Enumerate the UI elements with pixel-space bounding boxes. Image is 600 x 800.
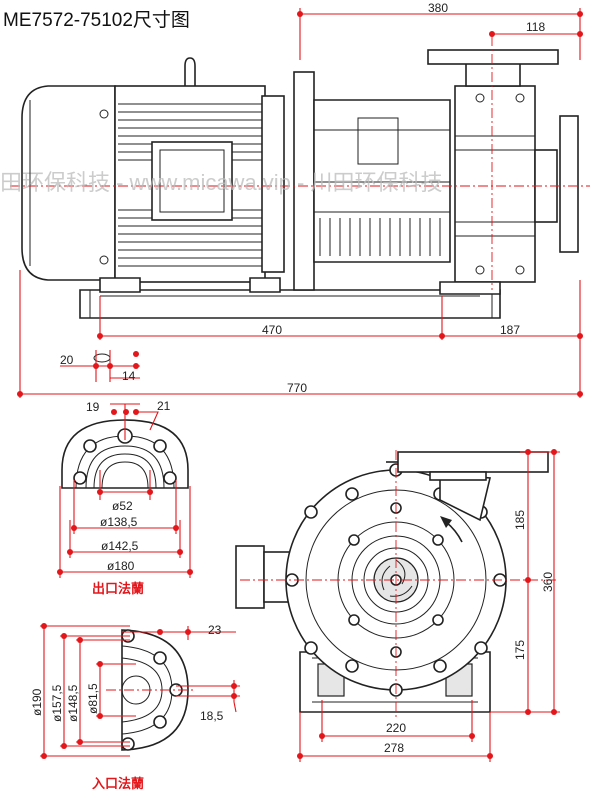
watermark: 田环保科技 - www.micawa.vip - 川田环保科技	[0, 170, 442, 195]
outlet-flange-view: 19 21 ø52 ø138,5 ø142,5 ø180 出口法蘭	[57, 399, 193, 596]
inlet-flange-caption: 入口法蘭	[92, 776, 144, 791]
dim-118: 118	[526, 20, 545, 34]
front-view-dimensions: 185 360 175 220 278	[297, 449, 560, 762]
dim-d138-5: ø138,5	[100, 515, 138, 529]
dim-d52: ø52	[112, 499, 133, 513]
dim-278: 278	[384, 741, 404, 755]
dim-175: 175	[513, 640, 527, 660]
dim-d180: ø180	[107, 559, 135, 573]
dim-380: 380	[428, 1, 448, 15]
dim-21: 21	[157, 399, 171, 413]
dim-23: 23	[208, 623, 222, 637]
dim-14: 14	[122, 369, 136, 383]
dim-18-5: 18,5	[200, 709, 224, 723]
dim-185: 185	[513, 510, 527, 530]
dim-187: 187	[500, 323, 520, 337]
dim-d81-5: ø81,5	[86, 683, 100, 714]
dim-360: 360	[541, 572, 555, 592]
side-view-dimensions: 380 118 470 187 20 14 770	[17, 1, 583, 398]
dim-19: 19	[86, 400, 100, 414]
dim-d190: ø190	[30, 688, 44, 716]
drawing-title: ME7572-75102尺寸图	[3, 9, 190, 31]
dim-20: 20	[60, 353, 74, 367]
side-view: 380 118 470 187 20 14 770	[10, 1, 590, 398]
dim-220: 220	[386, 721, 406, 735]
dim-d148-5: ø148,5	[66, 684, 80, 722]
inlet-flange-view: ø190 ø157,5 ø148,5 ø81,5 23 18,5 入口法蘭	[30, 623, 240, 791]
outlet-flange-caption: 出口法蘭	[92, 581, 144, 596]
front-view: 185 360 175 220 278	[235, 449, 560, 762]
dim-d142-5: ø142,5	[101, 539, 139, 553]
dim-470: 470	[262, 323, 282, 337]
dim-d157-5: ø157,5	[50, 684, 64, 722]
dim-770: 770	[287, 381, 307, 395]
